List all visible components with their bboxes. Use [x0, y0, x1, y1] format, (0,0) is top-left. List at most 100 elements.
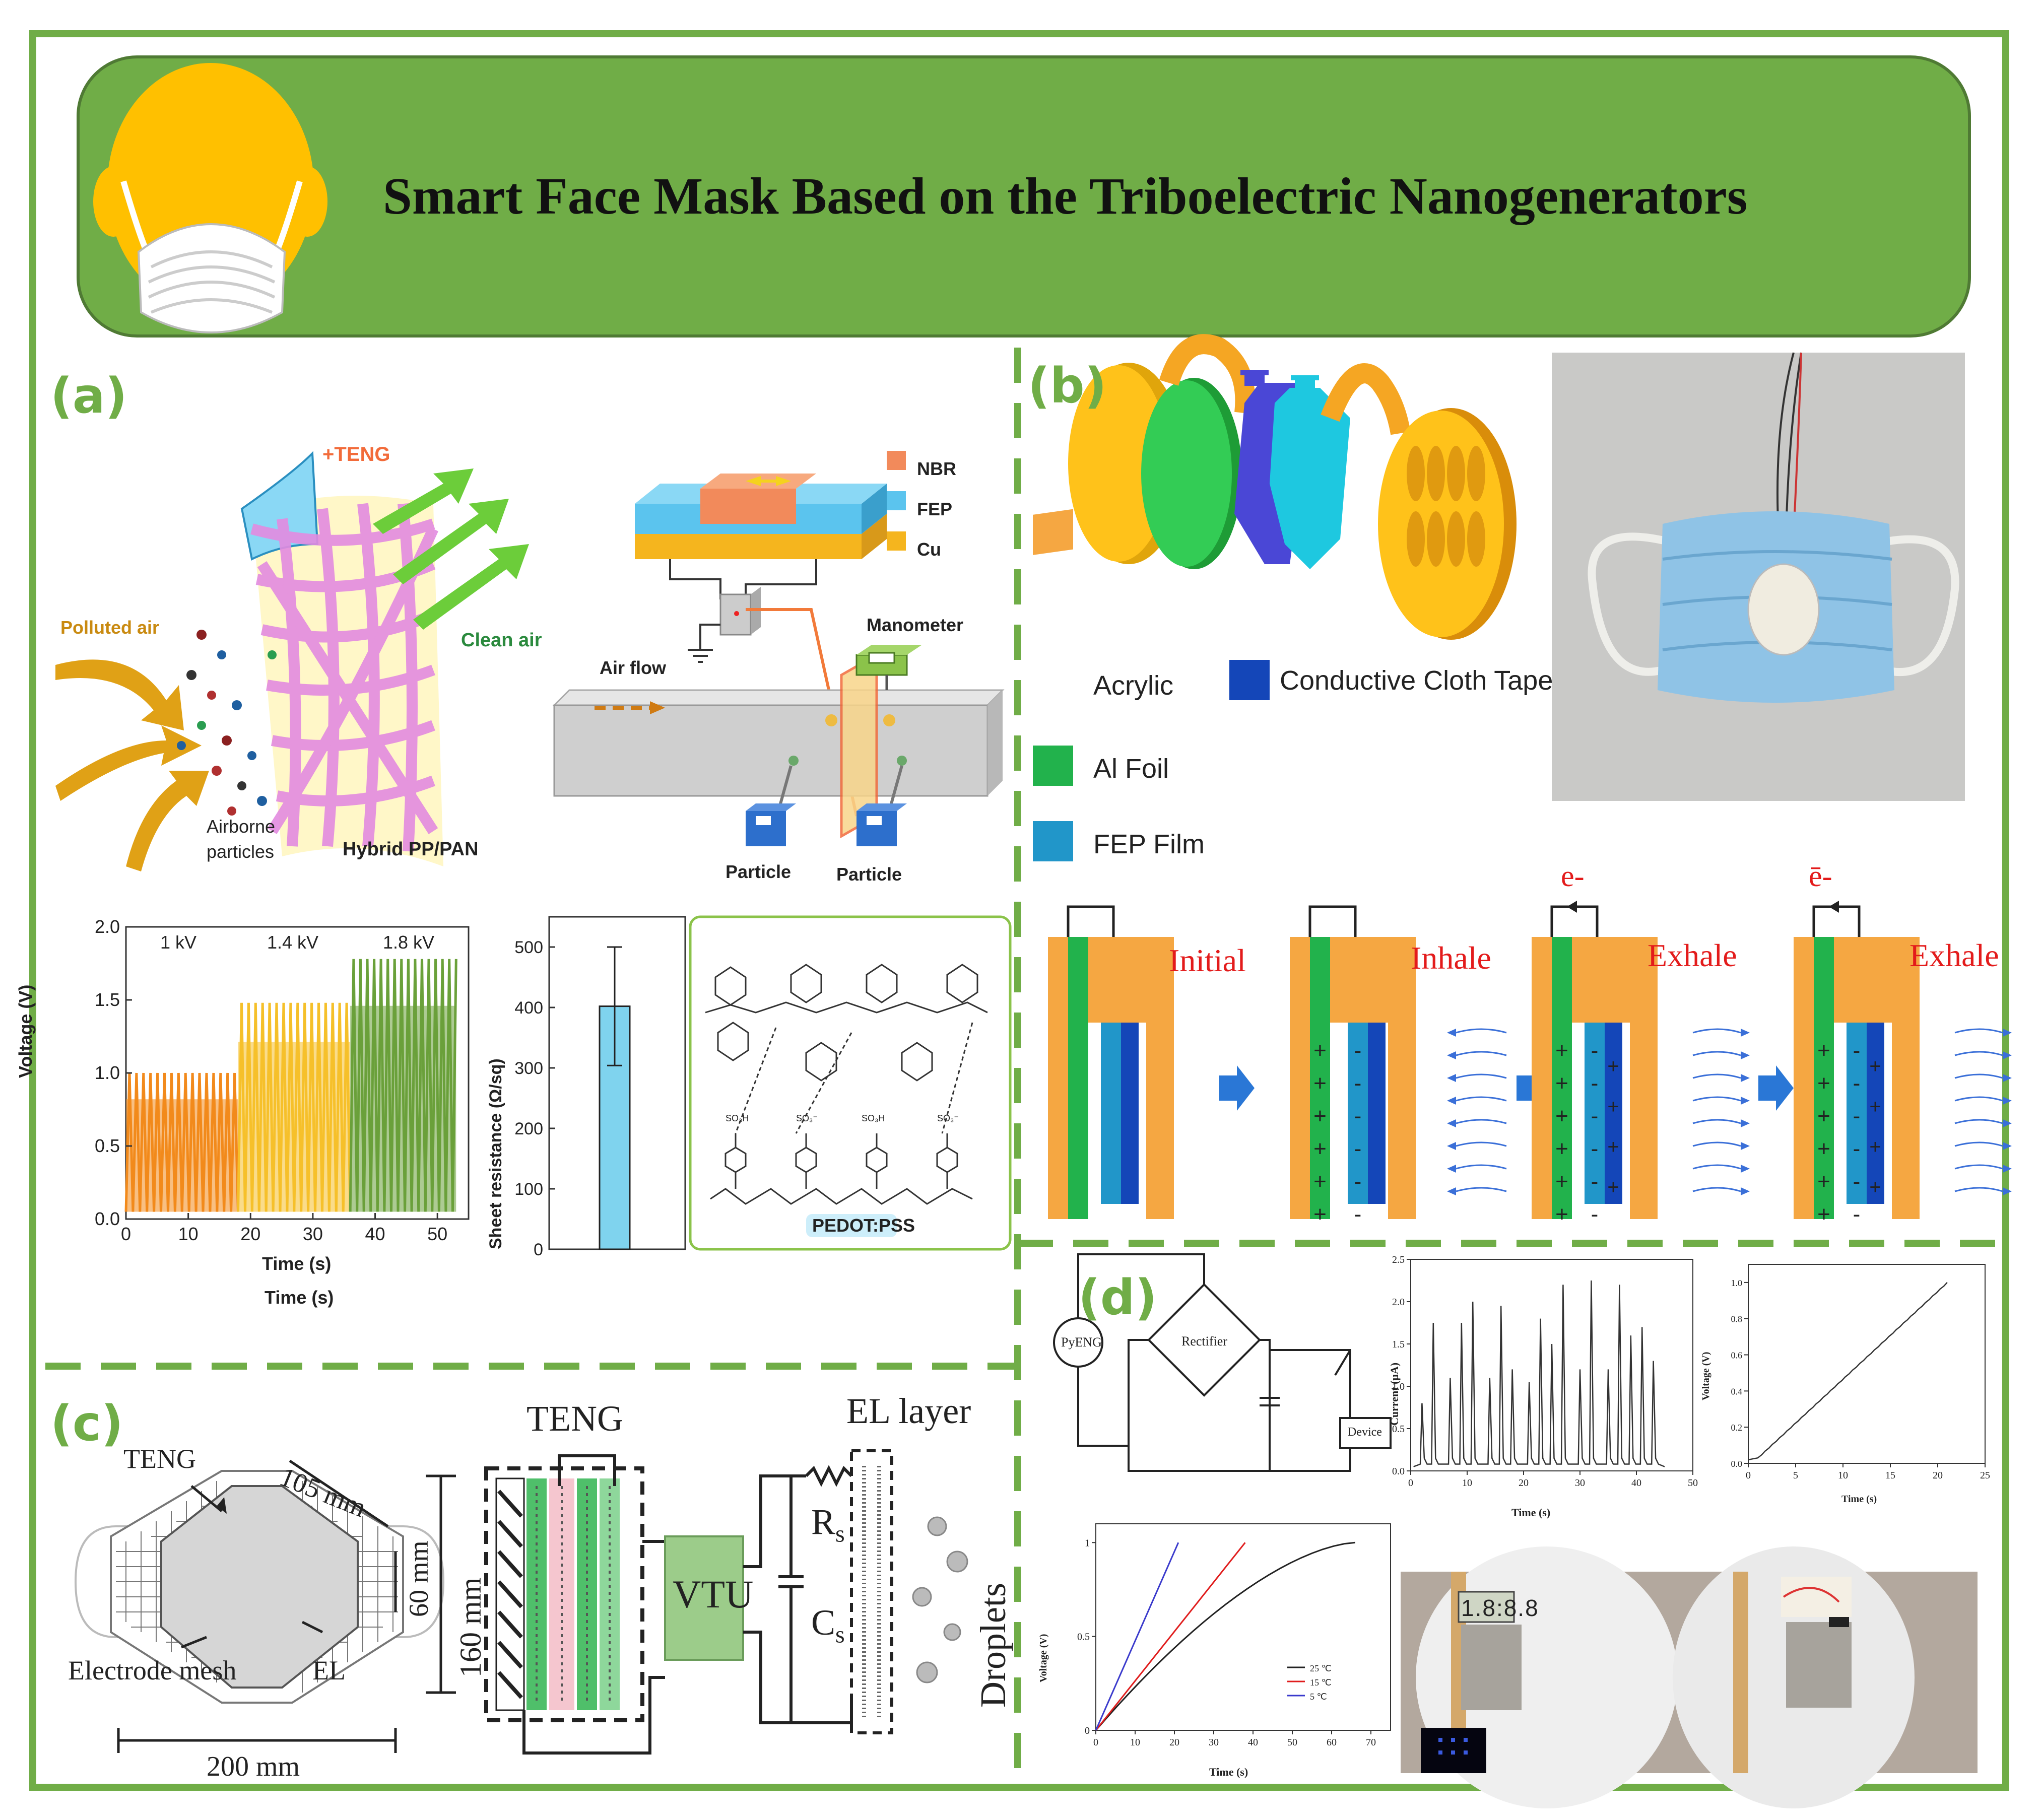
airflow-head — [2003, 1187, 2012, 1195]
x-tick-label: 30 — [1575, 1477, 1585, 1489]
minus-sign: - — [1354, 1071, 1362, 1096]
stage-acrylic-left-1 — [1290, 937, 1310, 1219]
teng-circuit-label: TENG — [526, 1398, 623, 1439]
y-tick-label: 1.0 — [1731, 1278, 1743, 1288]
current-xlabel: Time (s) — [1511, 1506, 1551, 1519]
cs-sub: s — [835, 1621, 845, 1648]
y-tick-label: 0.0 — [95, 1208, 120, 1229]
operating-stages: +-+-+-+-+-+-+-+-+-+-+-+-+++++-+-+-+-+-+-… — [1048, 901, 2012, 1227]
stage-al-2 — [1552, 937, 1572, 1219]
electron-label-1: e- — [1561, 859, 1585, 893]
plus-sign: + — [1817, 1202, 1830, 1227]
x-tick-label: 50 — [1287, 1737, 1297, 1748]
minus-sign: - — [1354, 1202, 1362, 1227]
airflow-line — [1456, 1164, 1507, 1170]
legend-al-foil: Al Foil — [1093, 754, 1169, 784]
minus-sign: - — [1354, 1104, 1362, 1128]
airflow-head — [2003, 1051, 2012, 1059]
vchg-ylabel: Voltage (V) — [1700, 1352, 1711, 1400]
airflow-line — [1456, 1096, 1507, 1102]
y-tick-label: 0.4 — [1731, 1386, 1743, 1396]
airflow-line — [1692, 1164, 1741, 1170]
el-label: EL — [312, 1655, 346, 1686]
air-flow-label: Air flow — [600, 657, 666, 678]
x-tick-label: 20 — [1169, 1737, 1179, 1748]
fep-label: FEP — [917, 499, 953, 519]
minus-sign: - — [1354, 1136, 1362, 1161]
airflow-line — [1456, 1028, 1507, 1034]
airflow-line — [1692, 1073, 1741, 1079]
airborne-label: Airborne — [207, 816, 276, 837]
voltage-fill-1 — [238, 1042, 351, 1212]
voltage-xlabel-2: Time (s) — [265, 1287, 334, 1308]
mask-photo — [1552, 352, 1965, 801]
plus-sign: + — [1555, 1136, 1568, 1161]
x-tick-label: 5 — [1793, 1470, 1798, 1481]
temp-series-2 — [1095, 1542, 1179, 1731]
airflow-line — [1692, 1096, 1741, 1102]
airflow-head — [1447, 1051, 1456, 1059]
temp-series-1 — [1095, 1542, 1246, 1731]
plus-sign-tape: + — [1869, 1055, 1881, 1077]
x-tick-label: 10 — [1838, 1470, 1848, 1481]
x-tick-label: 50 — [427, 1224, 447, 1244]
el-layer-label: EL layer — [846, 1391, 971, 1431]
rectifier-label: Rectifier — [1181, 1334, 1227, 1349]
stage-transition-arrow-0 — [1219, 1065, 1255, 1111]
filtration-test-setup — [552, 451, 1005, 846]
cs-main: C — [811, 1602, 836, 1643]
airflow-line — [1954, 1051, 2003, 1056]
stage-tape-3 — [1867, 1023, 1884, 1204]
dim-160: 160 mm — [454, 1577, 487, 1677]
y-tick-label: 1.5 — [95, 989, 120, 1010]
y-tick-label: 0.8 — [1731, 1314, 1743, 1324]
x-tick-label: 0 — [1408, 1477, 1413, 1489]
hybrid-label: Hybrid PP/PAN — [343, 839, 479, 860]
y-tick-label: 2.5 — [1392, 1254, 1405, 1265]
circuit-schematic-c — [484, 1449, 968, 1755]
legend-fep-film: FEP Film — [1093, 829, 1205, 859]
stage-acrylic-right-3 — [1892, 1023, 1920, 1219]
x-tick-label: 30 — [303, 1224, 323, 1244]
pedot-structure — [689, 915, 1012, 1251]
minus-sign: - — [1853, 1104, 1861, 1128]
manometer-label: Manometer — [867, 615, 964, 635]
airflow-head — [1447, 1029, 1456, 1037]
plus-sign-tape: + — [1869, 1096, 1881, 1118]
stage-arrow-3 — [1829, 901, 1839, 913]
minus-sign: - — [1591, 1202, 1599, 1227]
plus-sign: + — [1313, 1071, 1327, 1096]
device-label: Device — [1348, 1426, 1382, 1439]
plus-sign: + — [1555, 1038, 1568, 1063]
stage-al-1 — [1310, 937, 1330, 1219]
minus-sign: - — [1853, 1071, 1861, 1096]
y-tick-label: 1 — [1085, 1537, 1090, 1548]
stage-fep-1 — [1348, 1023, 1368, 1204]
temp-plot-frame — [1095, 1523, 1391, 1731]
y-tick-label: 1.0 — [95, 1062, 120, 1083]
stage-transition-arrow-2 — [1758, 1065, 1794, 1111]
stage-fep-2 — [1585, 1023, 1605, 1204]
annotation-1-8kv: 1.8 kV — [383, 932, 435, 953]
x-tick-label: 15 — [1885, 1470, 1895, 1481]
particle-label-1: Particle — [726, 861, 792, 882]
rs-main: R — [811, 1502, 836, 1542]
airflow-head — [2003, 1165, 2012, 1173]
stage-tape-2 — [1605, 1023, 1622, 1204]
minus-sign: - — [1853, 1136, 1861, 1161]
panel-label-d: (d) — [1078, 1269, 1157, 1326]
y-tick-label: 100 — [514, 1180, 543, 1199]
electrode-mesh-label: Electrode mesh — [68, 1655, 237, 1686]
rs-sub: s — [835, 1520, 845, 1547]
airflow-head — [1447, 1074, 1456, 1082]
stage-acrylic-left-0 — [1048, 937, 1068, 1219]
y-tick-label: 0.5 — [95, 1135, 120, 1156]
y-tick-label: 0.0 — [1731, 1459, 1743, 1469]
airflow-head — [1741, 1097, 1750, 1105]
clean-air-label: Clean air — [461, 630, 542, 651]
